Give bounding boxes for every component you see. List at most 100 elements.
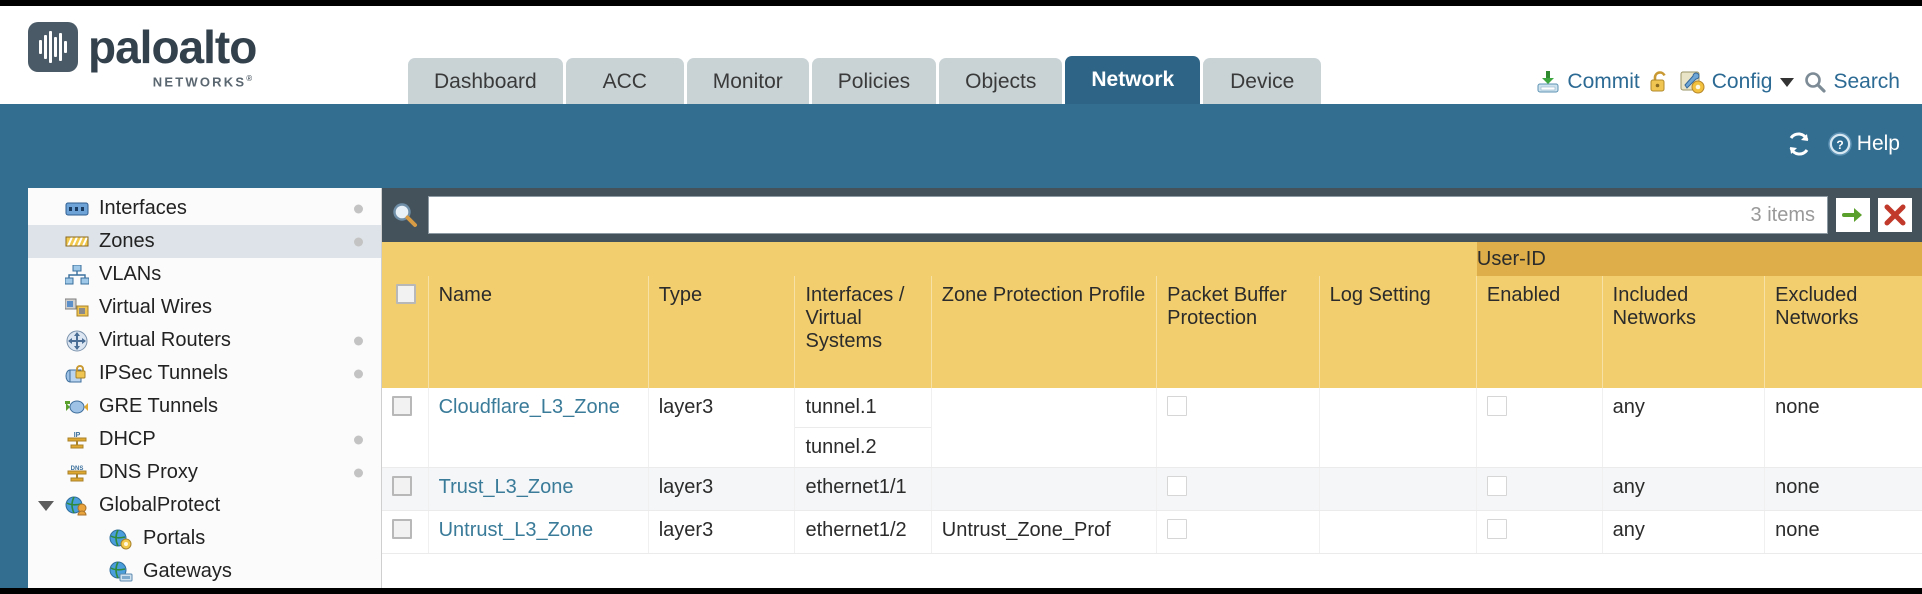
zone-name-link[interactable]: Cloudflare_L3_Zone	[438, 396, 620, 418]
row-select-checkbox[interactable]	[392, 476, 412, 496]
col-header-zone-protection-profile[interactable]: Zone Protection Profile	[930, 276, 1157, 388]
sidebar-item-zones[interactable]: Zones	[28, 225, 381, 258]
tab-device[interactable]: Device	[1203, 58, 1322, 104]
col-header-packet-buffer-protection[interactable]: Packet Buffer Protection	[1156, 276, 1320, 388]
filter-search-icon[interactable]	[390, 200, 420, 230]
chevron-down-icon	[1780, 77, 1795, 87]
dns-proxy-icon: DNS	[64, 462, 90, 484]
sidebar-item-status-dot	[354, 369, 363, 378]
col-header-userid-enabled[interactable]: Enabled	[1475, 276, 1603, 388]
userid-enabled-cell	[1475, 510, 1603, 554]
userid-enabled-cell	[1475, 467, 1603, 511]
sidebar-item-label: Interfaces	[99, 197, 187, 219]
help-button[interactable]: ? Help	[1827, 131, 1900, 157]
tab-label: Policies	[837, 70, 911, 93]
tab-network[interactable]: Network	[1065, 56, 1201, 104]
sidebar-item-label: Virtual Routers	[99, 329, 231, 351]
row-select-cell	[382, 388, 429, 468]
col-header-log-setting[interactable]: Log Setting	[1318, 276, 1477, 388]
col-header-interfaces[interactable]: Interfaces / Virtual Systems	[794, 276, 932, 388]
search-button[interactable]: Search	[1803, 70, 1900, 94]
zone-name-link[interactable]: Trust_L3_Zone	[438, 476, 574, 498]
interface-entry: tunnel.1	[795, 388, 931, 428]
excluded-networks-cell: none	[1764, 467, 1922, 511]
apply-filter-button[interactable]	[1836, 198, 1870, 232]
registered-mark: ®	[246, 74, 255, 83]
log-setting-cell	[1318, 510, 1477, 554]
zone-type-cell: layer3	[647, 510, 795, 554]
filter-bar: 3 items	[382, 188, 1922, 242]
tab-label: Objects	[965, 70, 1037, 93]
sidebar-item-ipsec-tunnels[interactable]: IPSec Tunnels	[28, 357, 381, 390]
search-magnifier-icon	[1803, 70, 1827, 94]
tab-objects[interactable]: Objects	[939, 58, 1063, 104]
sidebar-item-label: Portals	[143, 527, 206, 549]
row-select-checkbox[interactable]	[392, 519, 412, 539]
sidebar-item-portals[interactable]: Portals	[28, 522, 381, 555]
sidebar-item-interfaces[interactable]: Interfaces	[28, 192, 381, 225]
row-select-checkbox[interactable]	[392, 396, 412, 416]
zone-protection-profile-cell	[930, 467, 1157, 511]
select-all-checkbox[interactable]	[396, 284, 416, 304]
userid-enabled-checkbox[interactable]	[1486, 396, 1507, 416]
interface-entry: ethernet1/1	[805, 476, 907, 498]
log-setting-cell	[1318, 467, 1477, 511]
filter-search-input[interactable]	[429, 203, 1751, 227]
context-bar-actions: ? Help	[1785, 131, 1900, 157]
table-header-row: Name Type Interfaces / Virtual Systems Z…	[382, 276, 1922, 388]
config-menu-button[interactable]: Config	[1680, 70, 1795, 94]
sidebar-item-vlans[interactable]: VLANs	[28, 258, 381, 291]
clear-filter-button[interactable]	[1878, 198, 1912, 232]
commit-button[interactable]: Commit	[1535, 70, 1640, 94]
expander-collapse-icon[interactable]	[38, 500, 54, 511]
refresh-icon[interactable]	[1785, 131, 1813, 157]
sidebar-item-globalprotect[interactable]: GlobalProtect	[28, 489, 381, 522]
table-group-header-row: User-ID	[382, 242, 1922, 276]
packet-buffer-protection-checkbox[interactable]	[1167, 476, 1188, 496]
tab-dashboard[interactable]: Dashboard	[408, 58, 563, 104]
zone-name-link[interactable]: Untrust_L3_Zone	[438, 519, 594, 541]
userid-enabled-checkbox[interactable]	[1486, 476, 1507, 496]
sidebar-item-gre-tunnels[interactable]: GRE Tunnels	[28, 390, 381, 423]
tab-label: Dashboard	[434, 70, 537, 93]
help-question-icon: ?	[1827, 131, 1853, 157]
tab-monitor[interactable]: Monitor	[686, 58, 809, 104]
virtual-wires-icon	[64, 297, 90, 319]
zones-table: User-ID Name Type Interfaces / Virtual S…	[382, 242, 1922, 554]
paloalto-logo-icon	[28, 22, 78, 72]
context-bar: ? Help	[0, 104, 1922, 188]
col-header-name[interactable]: Name	[427, 276, 649, 388]
zone-type-cell: layer3	[647, 467, 795, 511]
main-panel: 3 items	[382, 188, 1922, 588]
sidebar-item-status-dot	[354, 468, 363, 477]
tab-policies[interactable]: Policies	[811, 58, 937, 104]
commit-save-icon	[1535, 70, 1561, 94]
col-header-type[interactable]: Type	[647, 276, 795, 388]
sidebar-item-label: Virtual Wires	[99, 296, 212, 318]
packet-buffer-protection-checkbox[interactable]	[1167, 519, 1188, 539]
packet-buffer-protection-cell	[1156, 467, 1320, 511]
globalprotect-icon	[64, 495, 90, 517]
sidebar-item-virtual-routers[interactable]: Virtual Routers	[28, 324, 381, 357]
unlock-button[interactable]	[1649, 70, 1671, 94]
col-header-included-networks[interactable]: Included Networks	[1601, 276, 1765, 388]
tab-acc[interactable]: ACC	[565, 58, 684, 104]
zone-name-cell: Untrust_L3_Zone	[427, 510, 649, 554]
sidebar-item-gateways[interactable]: Gateways	[28, 555, 381, 588]
gateways-icon	[108, 561, 134, 583]
brand-name: paloalto	[88, 21, 257, 73]
packet-buffer-protection-checkbox[interactable]	[1167, 396, 1188, 416]
filter-search-input-wrap[interactable]: 3 items	[428, 196, 1828, 234]
col-header-excluded-networks[interactable]: Excluded Networks	[1764, 276, 1922, 388]
sidebar-item-virtual-wires[interactable]: Virtual Wires	[28, 291, 381, 324]
zone-protection-profile-cell	[930, 388, 1157, 468]
sidebar-item-label: GlobalProtect	[99, 494, 221, 516]
userid-enabled-checkbox[interactable]	[1486, 519, 1507, 539]
